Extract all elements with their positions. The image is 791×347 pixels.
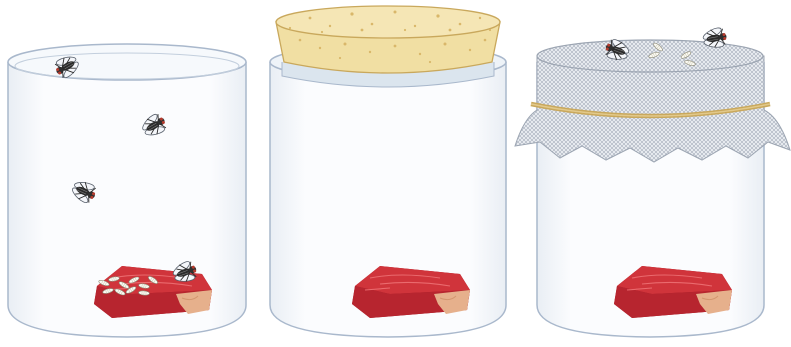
cork-stopper [276, 6, 500, 73]
jar-gauze [515, 25, 790, 337]
gauze-cover [515, 40, 790, 162]
jar-corked [270, 6, 506, 337]
jar-open [8, 44, 246, 337]
